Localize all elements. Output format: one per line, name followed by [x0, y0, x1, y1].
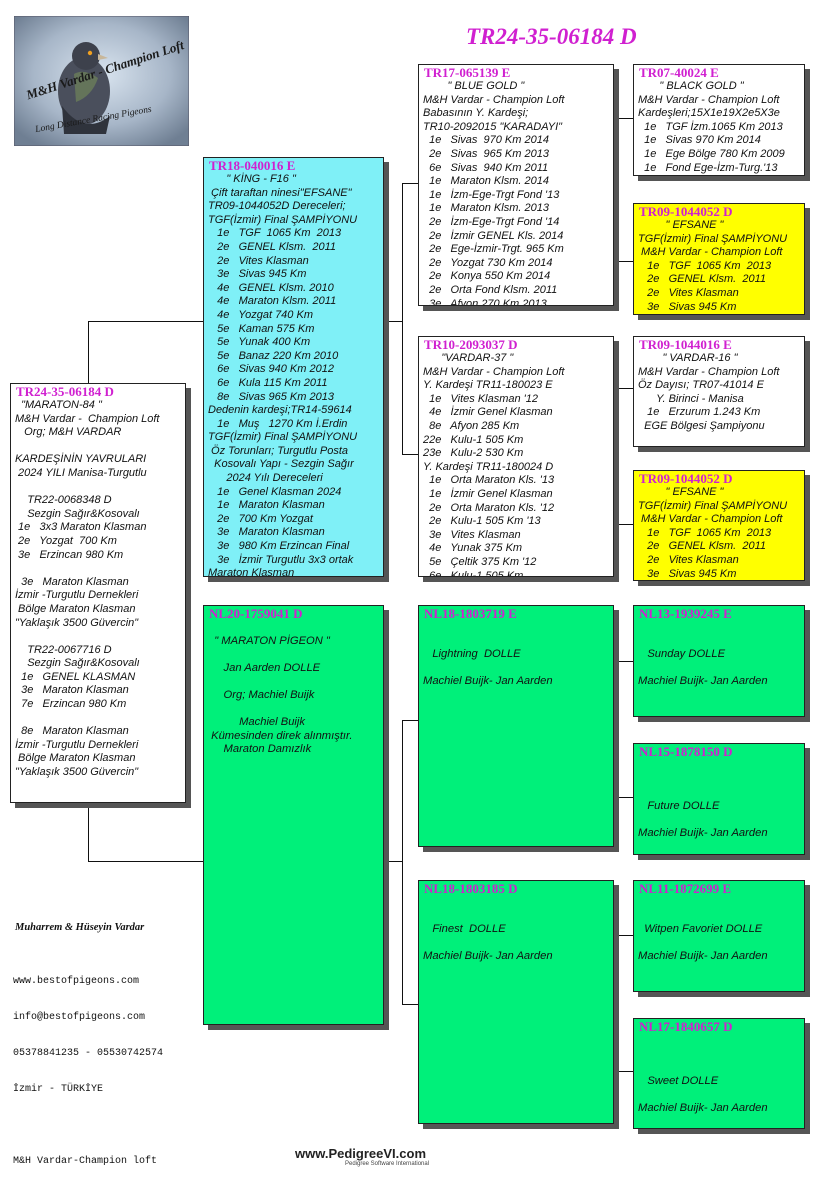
pigeon-details: Sunday DOLLE Machiel Buijk- Jan Aarden [638, 648, 768, 688]
contact-block: www.bestofpigeons.com info@bestofpigeons… [13, 952, 163, 1180]
sire-dam-dam-card[interactable]: TR09-1044052 D " EFSANE " TGF(İzmir) Fin… [633, 470, 805, 581]
pigeon-details: Future DOLLE Machiel Buijk- Jan Aarden [638, 799, 768, 839]
ring-number: NL11-1872699 E [639, 881, 732, 896]
connector [617, 388, 633, 389]
connector [617, 261, 633, 262]
pigeon-details: " BLACK GOLD " M&H Vardar - Champion Lof… [638, 80, 785, 174]
pedigree-title: TR24-35-06184 D [466, 24, 637, 49]
pigeon-details: " EFSANE " TGF(İzmir) Final ŞAMPİYONU M&… [638, 219, 788, 313]
ring-number: TR24-35-06184 D [16, 384, 114, 399]
footer-tagline: Pedigree Software International [345, 1161, 430, 1167]
connector [88, 803, 89, 861]
connector [402, 720, 419, 721]
city: İzmir - TÜRKİYE [13, 1084, 104, 1095]
pigeon-details: " VARDAR-16 " M&H Vardar - Champion Loft… [638, 352, 780, 432]
connector [384, 861, 402, 862]
connector [617, 935, 618, 1071]
ring-number: TR18-040016 E [209, 158, 296, 173]
pigeon-details: Finest DOLLE Machiel Buijk- Jan Aarden [423, 923, 553, 963]
email-link[interactable]: info@bestofpigeons.com [13, 1012, 146, 1023]
dam-sire-sire-card[interactable]: NL13-1939245 E Sunday DOLLE Machiel Buij… [633, 605, 805, 717]
ring-number: TR09-1044016 E [639, 337, 732, 352]
connector [402, 454, 419, 455]
sire-sire-sire-card[interactable]: TR07-40024 E " BLACK GOLD " M&H Vardar -… [633, 64, 805, 176]
footer-brand: www.PedigreeVI.com Pedigree Software Int… [295, 1146, 429, 1167]
connector [617, 524, 633, 525]
pigeon-details: Lightning DOLLE Machiel Buijk- Jan Aarde… [423, 648, 553, 688]
connector [614, 1004, 617, 1005]
sire-card[interactable]: TR18-040016 E " KİNG - F16 " Çift taraft… [203, 157, 384, 577]
pigeon-details: " EFSANE " TGF(İzmir) Final ŞAMPİYONU M&… [638, 486, 788, 580]
connector [614, 720, 617, 721]
dam-sire-dam-card[interactable]: NL15-1878150 D Future DOLLE Machiel Buij… [633, 743, 805, 855]
sire-dam-sire-card[interactable]: TR09-1044016 E " VARDAR-16 " M&H Vardar … [633, 336, 805, 447]
subject-card[interactable]: TR24-35-06184 D "MARATON-84 " M&H Vardar… [10, 383, 186, 803]
pigeon-details: Sweet DOLLE Machiel Buijk- Jan Aarden [638, 1074, 768, 1114]
dam-dam-sire-card[interactable]: NL11-1872699 E Witpen Favoriet DOLLE Mac… [633, 880, 805, 992]
sire-dam-card[interactable]: TR10-2093037 D "VARDAR-37 " M&H Vardar -… [418, 336, 614, 577]
website-link[interactable]: www.bestofpigeons.com [13, 976, 140, 987]
loft-name: M&H Vardar-Champion loft [13, 1156, 158, 1167]
connector [617, 935, 633, 936]
connector [617, 118, 633, 119]
connector [617, 797, 633, 798]
pigeon-logo-icon: M&H Vardar - Champion Loft Long Distance… [13, 15, 190, 147]
phone-numbers: 05378841235 - 05530742574 [13, 1048, 164, 1059]
owner-name: Muharrem & Hüseyin Vardar [15, 922, 145, 933]
ring-number: TR17-065139 E [424, 65, 511, 80]
ring-number: NL18-1803719 E [424, 606, 517, 621]
connector [617, 661, 618, 797]
connector [614, 183, 617, 184]
sire-sire-dam-card[interactable]: TR09-1044052 D " EFSANE " TGF(İzmir) Fin… [633, 203, 805, 315]
connector [88, 321, 206, 322]
connector [617, 1071, 633, 1072]
connector [617, 661, 633, 662]
pigeon-details: "MARATON-84 " M&H Vardar - Champion Loft… [15, 399, 160, 779]
pigeon-details: "VARDAR-37 " M&H Vardar - Champion Loft … [423, 352, 565, 577]
pigeon-details: " BLUE GOLD " M&H Vardar - Champion Loft… [423, 80, 565, 306]
pigeon-details: " KİNG - F16 " Çift taraftan ninesi"EFSA… [208, 173, 358, 577]
ring-number: TR07-40024 E [639, 65, 719, 80]
ring-number: NL20-1759041 D [209, 606, 303, 621]
pigeon-details: " MARATON PİGEON " Jan Aarden DOLLE Org;… [211, 634, 353, 756]
ring-number: NL18-1803185 D [424, 881, 518, 896]
ring-number: NL13-1939245 E [639, 606, 732, 621]
sire-sire-card[interactable]: TR17-065139 E " BLUE GOLD " M&H Vardar -… [418, 64, 614, 306]
connector [402, 720, 403, 1004]
connector [617, 118, 618, 261]
ring-number: NL17-1840657 D [639, 1019, 733, 1034]
connector [88, 861, 206, 862]
dam-dam-card[interactable]: NL18-1803185 D Finest DOLLE Machiel Buij… [418, 880, 614, 1124]
connector [402, 183, 403, 454]
connector [384, 321, 402, 322]
ring-number: NL15-1878150 D [639, 744, 733, 759]
footer-brand-name: www.PedigreeVI.com [295, 1146, 427, 1161]
ring-number: TR09-1044052 D [639, 471, 733, 486]
loft-logo: M&H Vardar - Champion Loft Long Distance… [13, 15, 190, 147]
pigeon-details: Witpen Favoriet DOLLE Machiel Buijk- Jan… [638, 923, 768, 963]
connector [402, 1004, 419, 1005]
ring-number: TR09-1044052 D [639, 204, 733, 219]
dam-sire-card[interactable]: NL18-1803719 E Lightning DOLLE Machiel B… [418, 605, 614, 847]
connector [402, 183, 419, 184]
dam-card[interactable]: NL20-1759041 D " MARATON PİGEON " Jan Aa… [203, 605, 384, 1025]
connector [617, 388, 618, 524]
ring-number: TR10-2093037 D [424, 337, 518, 352]
connector [88, 321, 89, 383]
connector [614, 454, 617, 455]
dam-dam-dam-card[interactable]: NL17-1840657 D Sweet DOLLE Machiel Buijk… [633, 1018, 805, 1129]
